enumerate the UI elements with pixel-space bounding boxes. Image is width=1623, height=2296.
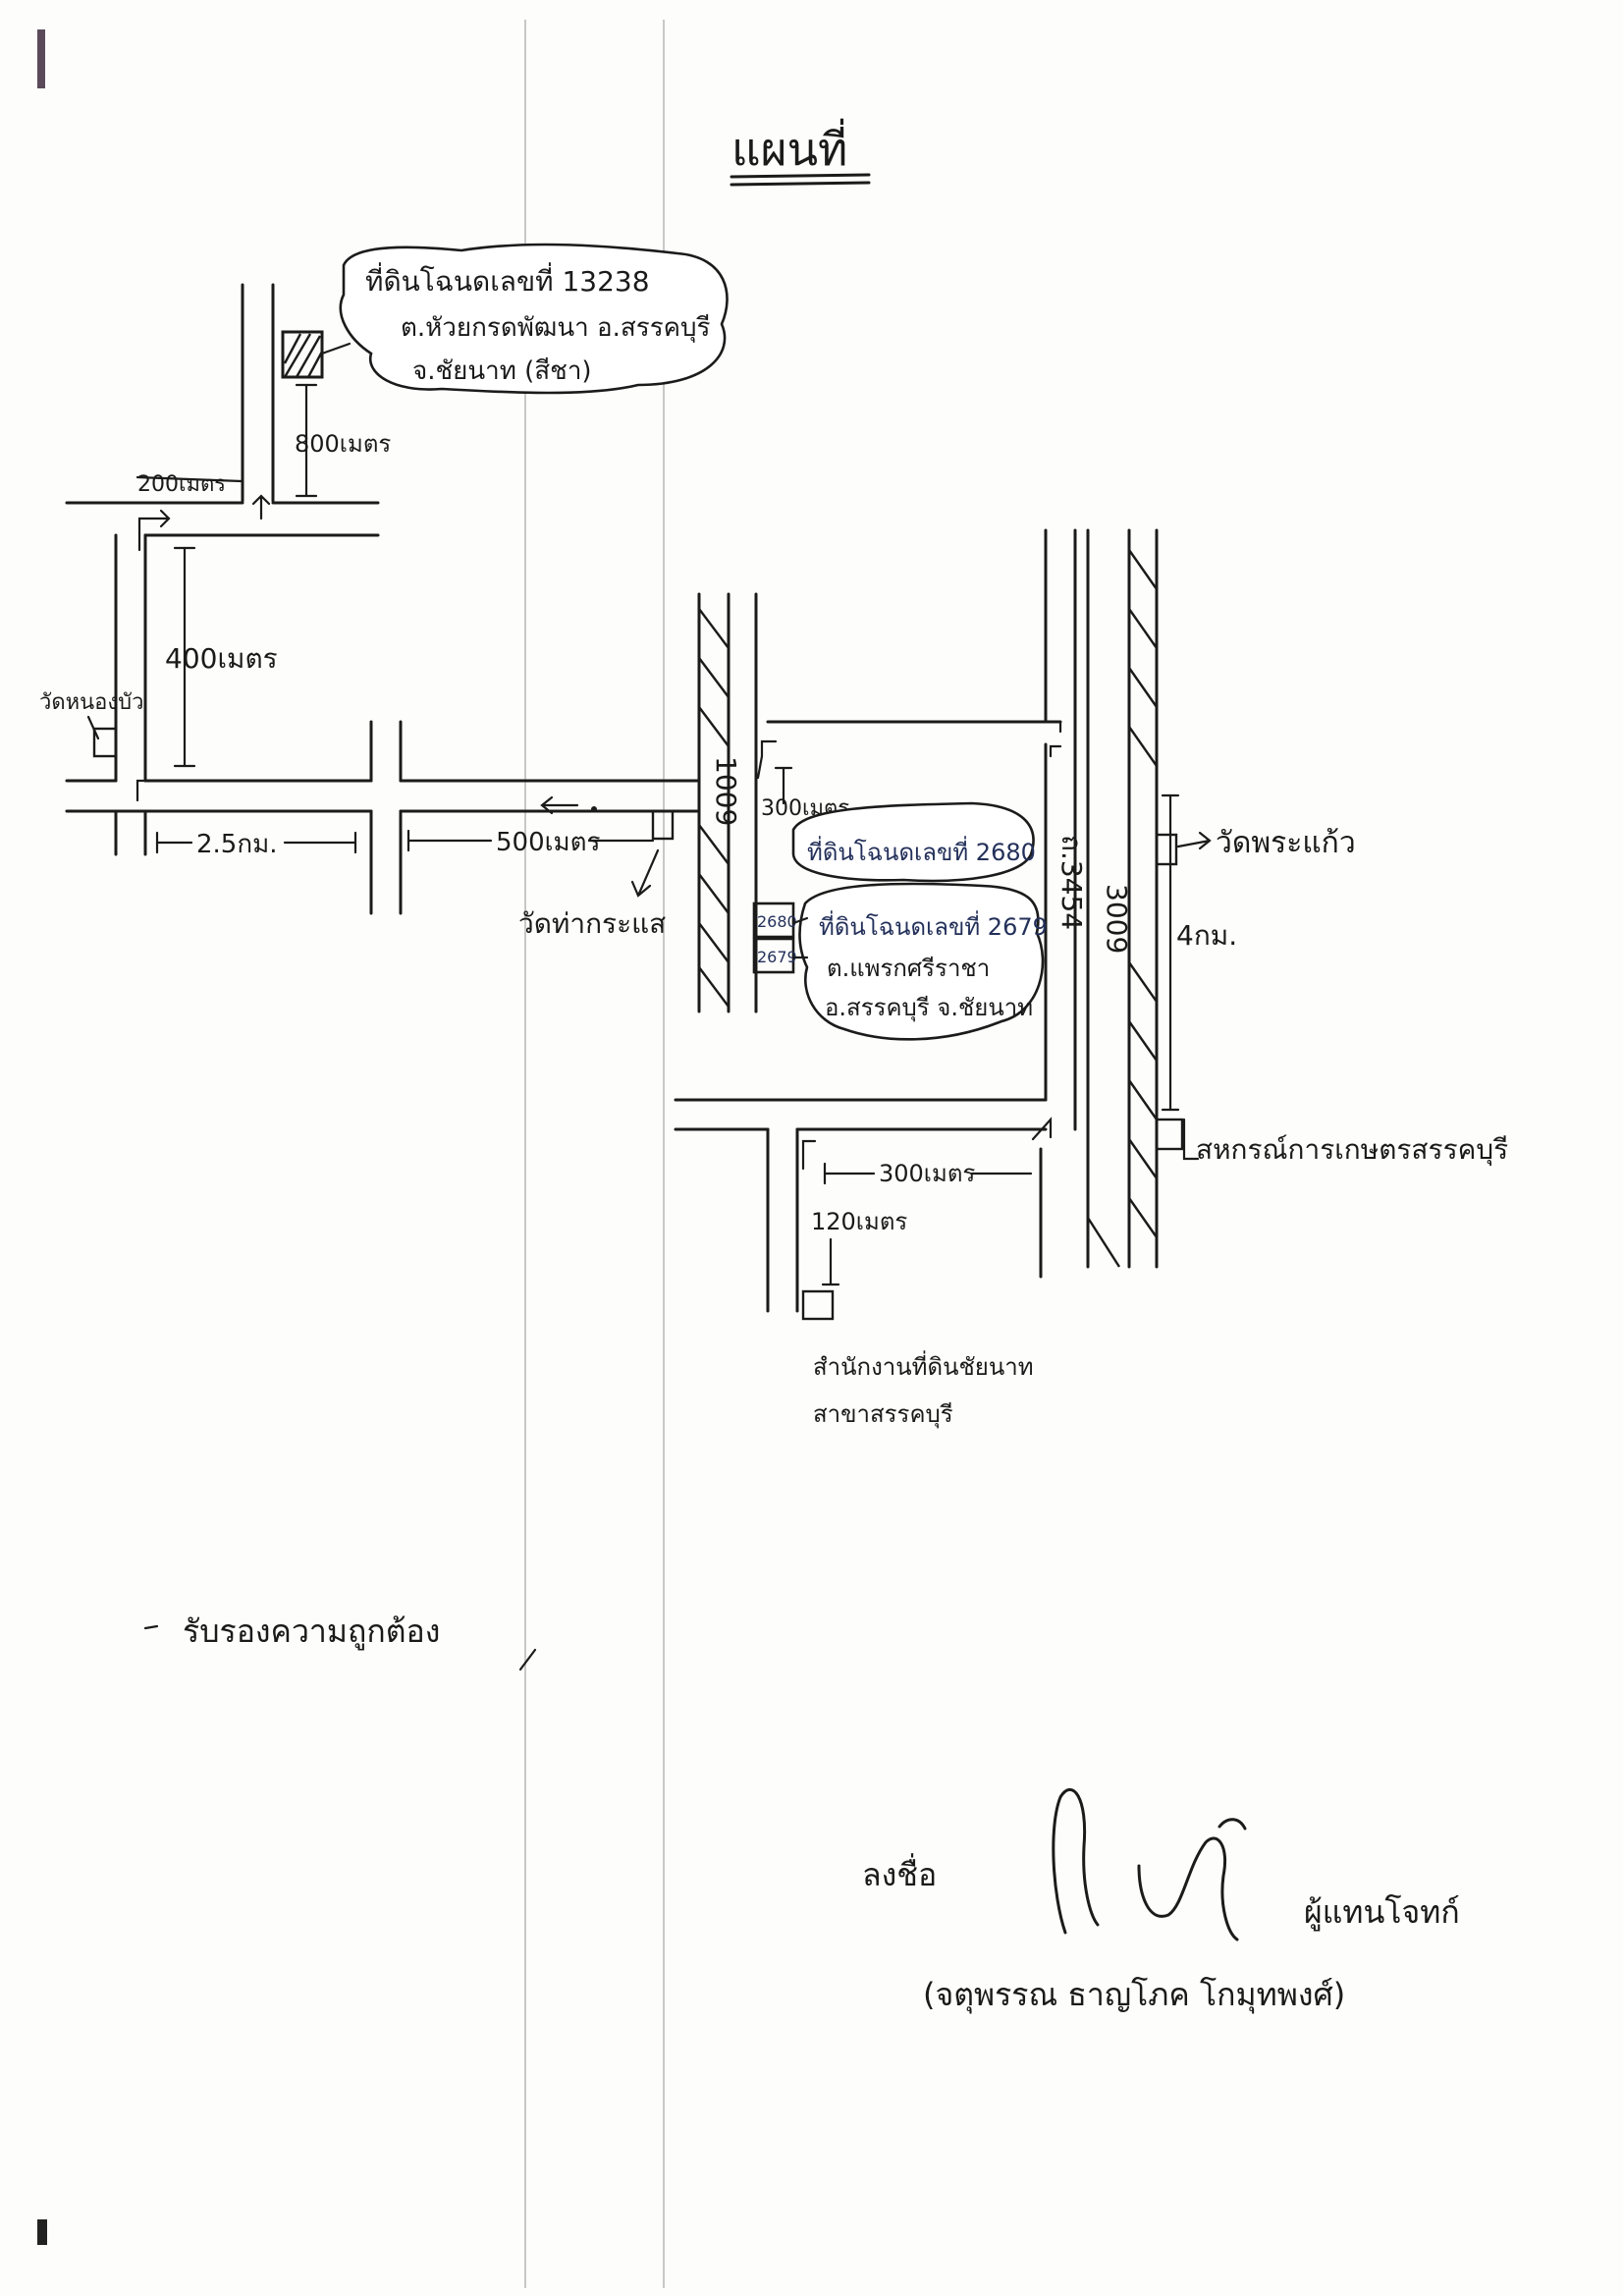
land-office-line2: สาขาสรรคบุรี <box>813 1400 953 1429</box>
parcel-2679-box-label: 2679 <box>757 948 797 966</box>
parcel-2679-box <box>752 937 795 974</box>
parcel-13238-line3: จ.ชัยนาท (สีชา) <box>412 356 592 386</box>
coop-marker <box>1155 1118 1184 1151</box>
signer-name: (จตุพรรณ ธาญโภค โกมุทพงศ์) <box>923 1976 1345 2014</box>
wat-left-marker <box>92 727 118 758</box>
parcel-2680-box-label: 2680 <box>757 912 797 931</box>
parcel-2679-line2: ต.แพรกศรีราชา <box>827 955 990 982</box>
dist-200m: 200เมตร <box>137 472 226 497</box>
parcel-2679-line1: ที่ดินโฉนดเลขที่ 2679 <box>819 910 1048 941</box>
parcel-13238-line1: ที่ดินโฉนดเลขที่ 13238 <box>365 262 650 298</box>
map-title: แผนที่ <box>731 118 847 176</box>
road-3454-label: ถ.3454 <box>1055 835 1088 930</box>
wat-tha-krasae-marker <box>651 809 675 841</box>
dist-500m: 500เมตร <box>496 828 601 857</box>
title-underline <box>730 173 871 179</box>
road-1009-hatching <box>698 608 730 1008</box>
coop-label: สหกรณ์การเกษตรสรรคบุรี <box>1196 1133 1508 1167</box>
parcel-2679-line3: อ.สรรคบุรี จ.ชัยนาท <box>825 994 1033 1022</box>
parcel-2680-box <box>752 902 795 939</box>
parcel-13238-line2: ต.หัวยกรดพัฒนา อ.สรรคบุรี <box>401 313 711 343</box>
signer-role: ผู้แทนโจทก์ <box>1304 1893 1460 1932</box>
dist-300m-b: 300เมตร <box>879 1160 975 1187</box>
dist-2-5km: 2.5กม. <box>196 830 278 859</box>
parcel-2680-callout <box>791 801 1035 883</box>
dist-120m: 120เมตร <box>811 1208 907 1235</box>
road-3009-label: 3009 <box>1101 884 1133 954</box>
dist-4km: 4กม. <box>1176 919 1237 952</box>
scan-edge-mark <box>37 2219 47 2245</box>
handwritten-signature <box>1052 1788 1247 1941</box>
wat-phra-kaew-marker <box>1155 833 1178 866</box>
wat-left-label: วัดหนองบัว <box>39 690 143 715</box>
sign-label: ลงชื่อ <box>862 1853 937 1893</box>
dist-400m: 400เมตร <box>165 642 278 675</box>
parcel-2679-callout <box>798 882 1045 1041</box>
title-underline <box>730 181 871 187</box>
wat-phra-kaew-label: วัดพระแก้ว <box>1216 826 1356 860</box>
scan-edge-mark <box>37 29 45 88</box>
parcel-13238-callout <box>339 243 729 395</box>
land-office-line1: สำนักงานที่ดินชัยนาท <box>813 1350 1034 1381</box>
dist-800m: 800เมตร <box>295 430 391 458</box>
parcel-2680-label: ที่ดินโฉนดเลขที่ 2680 <box>807 836 1036 866</box>
road-3009-hatching <box>1086 549 1158 1268</box>
road-1009-label: 1009 <box>710 756 742 826</box>
land-office-marker <box>801 1289 835 1321</box>
certification-text: รับรองความถูกต้อง <box>183 1613 440 1651</box>
wat-tha-krasae-label: วัดท่ากระแส <box>518 907 666 940</box>
